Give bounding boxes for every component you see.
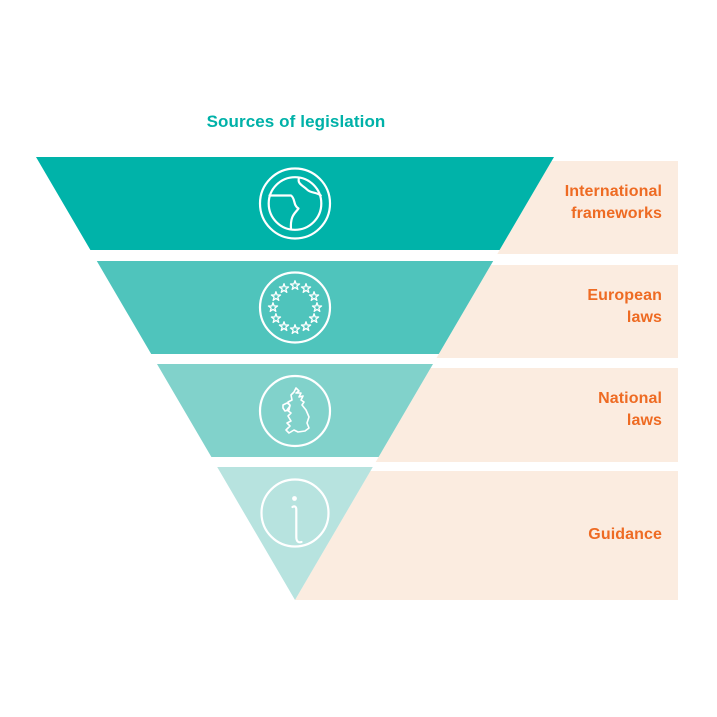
row-label-line: Guidance <box>588 526 662 543</box>
label-panel-european-laws <box>436 265 678 358</box>
row-label-line: frameworks <box>571 205 662 222</box>
globe-inner-circle <box>267 176 323 231</box>
info-icon <box>260 478 330 548</box>
funnel-band-european-laws <box>96 261 494 354</box>
label-panel-national-laws <box>375 368 678 462</box>
uk-ireland-outline <box>282 402 291 412</box>
row-label-european-laws: European laws <box>442 285 662 329</box>
row-label-national-laws: National laws <box>442 388 662 432</box>
uk-map-icon <box>258 374 332 448</box>
label-panel-guidance <box>295 471 678 600</box>
globe-outer-ring <box>258 167 332 240</box>
row-label-line: laws <box>626 309 662 326</box>
eu-stars-icon <box>258 271 332 344</box>
row-label-line: International <box>564 183 662 200</box>
row-label-international-frameworks: International frameworks <box>442 181 662 225</box>
funnel-band-national-laws <box>157 364 433 457</box>
eu-circle <box>258 271 332 344</box>
funnel-band-guidance <box>217 467 373 600</box>
info-circle <box>260 478 330 548</box>
row-label-guidance: Guidance <box>442 524 662 546</box>
row-label-line: laws <box>626 412 662 429</box>
info-stem <box>291 505 303 544</box>
row-label-line: European <box>587 287 662 304</box>
globe-continent-left <box>268 194 300 231</box>
label-panel-international-frameworks <box>497 161 678 254</box>
info-dot <box>292 496 297 501</box>
globe-icon <box>258 167 332 240</box>
diagram-title: Sources of legislation <box>206 112 386 131</box>
uk-circle <box>258 374 332 448</box>
globe-continent-right <box>297 176 322 197</box>
row-label-line: National <box>598 390 662 407</box>
